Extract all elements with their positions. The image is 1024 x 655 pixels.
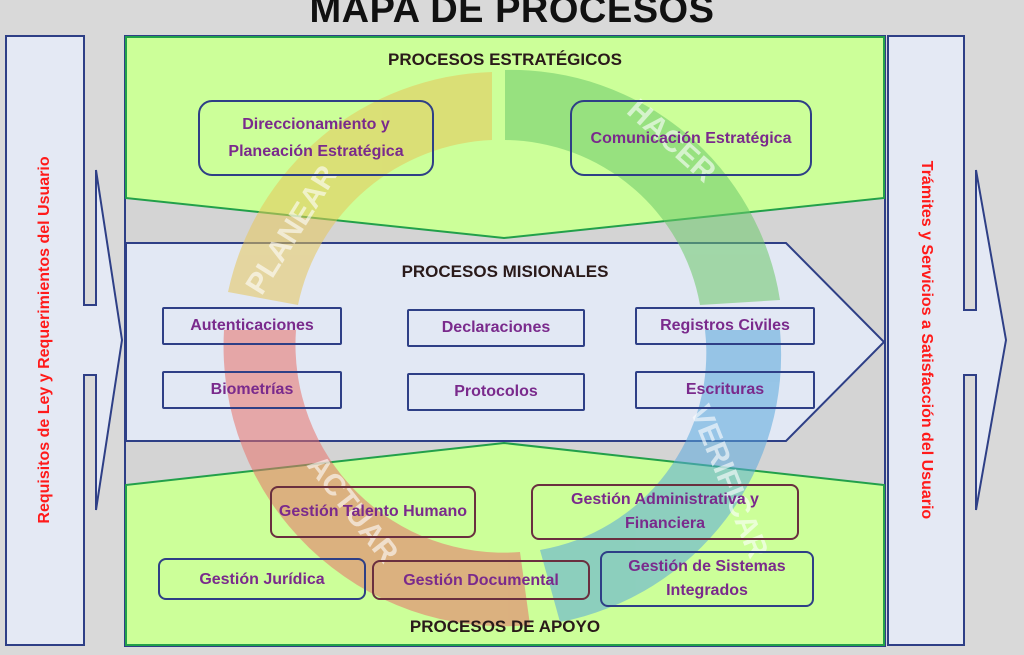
process-juridica[interactable]: Gestión Jurídica: [158, 558, 366, 600]
process-label: Gestión de Sistemas Integrados: [628, 558, 786, 599]
process-label: Gestión Talento Humano: [278, 503, 468, 520]
process-label: Comunicación Estratégica: [590, 129, 792, 147]
process-label: Declaraciones: [441, 319, 551, 336]
left-input-arrow: [5, 35, 124, 646]
strategic-label: PROCESOS ESTRATÉGICOS: [388, 50, 622, 69]
process-administrativa-financiera[interactable]: Gestión Administrativa y Financiera: [531, 484, 799, 540]
process-label: Gestión Administrativa y Financiera: [571, 491, 759, 532]
process-label: Gestión Jurídica: [199, 570, 325, 588]
hacer-arc: [505, 69, 780, 305]
process-label: Autenticaciones: [190, 317, 314, 334]
process-label: Direccionamiento y Planeación Estratégic…: [228, 116, 404, 160]
process-direccionamiento[interactable]: Direccionamiento y Planeación Estratégic…: [198, 100, 434, 176]
process-label: Registros Civiles: [660, 317, 790, 334]
process-autenticaciones[interactable]: Autenticaciones: [162, 307, 342, 345]
process-talento-humano[interactable]: Gestión Talento Humano: [270, 486, 476, 538]
support-label: PROCESOS DE APOYO: [409, 617, 601, 636]
process-label: Biometrías: [210, 381, 294, 398]
phva-cycle: [223, 69, 782, 627]
process-protocolos[interactable]: Protocolos: [407, 373, 585, 411]
process-label: Protocolos: [454, 383, 538, 400]
missional-label: PROCESOS MISIONALES: [401, 262, 609, 281]
missional-arrow: [125, 242, 886, 442]
process-registros-civiles[interactable]: Registros Civiles: [635, 307, 815, 345]
process-sistemas-integrados[interactable]: Gestión de Sistemas Integrados: [600, 551, 814, 607]
left-side-label: Requisitos de Ley y Requerimientos del U…: [36, 156, 53, 524]
process-comunicacion[interactable]: Comunicación Estratégica: [570, 100, 812, 176]
process-label: Gestión Documental: [403, 571, 559, 589]
page-title: MAPA DE PROCESOS: [309, 0, 715, 31]
process-documental[interactable]: Gestión Documental: [372, 560, 590, 600]
process-escrituras[interactable]: Escrituras: [635, 371, 815, 409]
right-output-arrow: [887, 35, 1008, 646]
planear-arc: [228, 72, 492, 305]
verificar-arc: [540, 330, 782, 622]
process-declaraciones[interactable]: Declaraciones: [407, 309, 585, 347]
process-biometrias[interactable]: Biometrías: [162, 371, 342, 409]
right-side-label: Trámites y Servicios a Satisfacción del …: [918, 160, 935, 520]
actuar-arc: [223, 330, 530, 627]
process-label: Escrituras: [685, 381, 765, 398]
